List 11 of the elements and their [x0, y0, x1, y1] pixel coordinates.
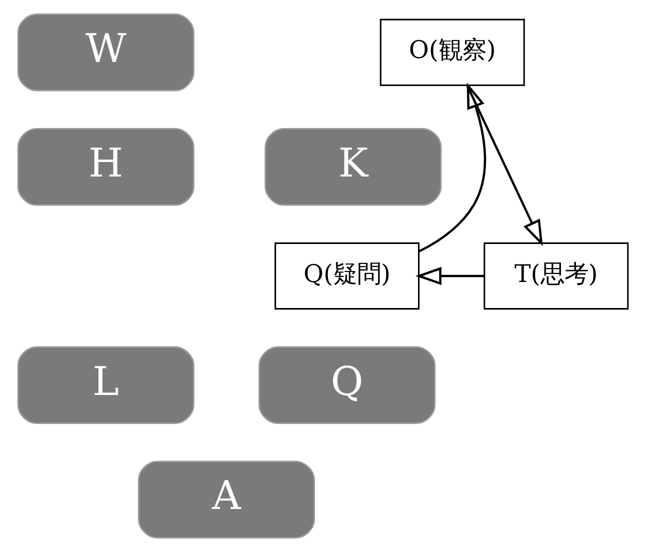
node-box: K: [264, 128, 442, 206]
node-box: A: [137, 460, 314, 539]
node-box: O(観察): [379, 18, 524, 86]
arrow: [418, 82, 486, 252]
arrow: [414, 266, 484, 286]
node-box: T(思考): [483, 242, 628, 310]
node-box: W: [16, 13, 194, 92]
node-box: L: [16, 346, 194, 424]
node-box: Q(疑問): [274, 242, 420, 310]
node-box: Q: [258, 346, 436, 424]
node-box: H: [16, 128, 194, 206]
